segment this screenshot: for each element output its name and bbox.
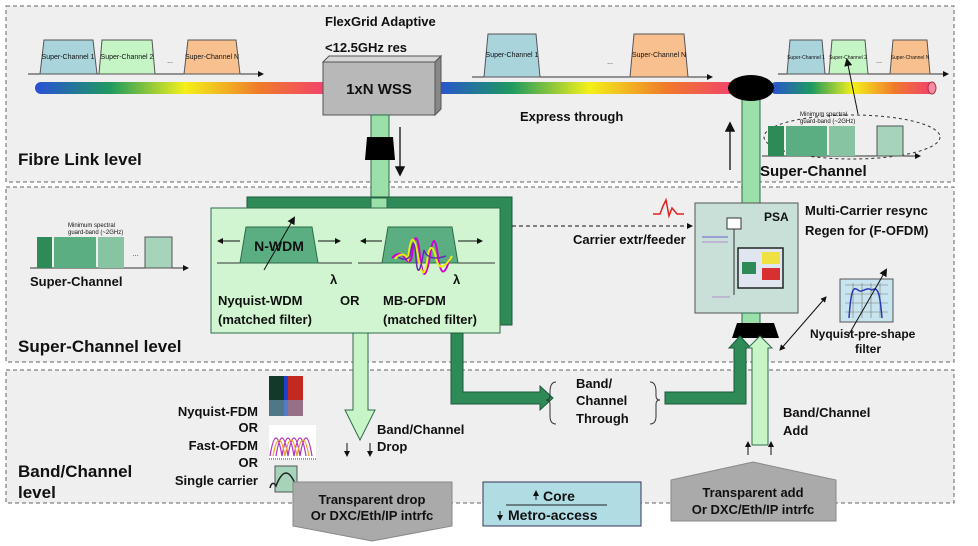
drop-label: Band/Channel: [377, 422, 464, 437]
ellipsis: ...: [607, 59, 613, 66]
sc2-label: Super-Channel 2: [101, 54, 154, 61]
scn-label: Super-Channel N: [185, 54, 239, 61]
or-label: OR: [340, 293, 360, 308]
core-metro-box: [482, 481, 642, 527]
guard-band-note: Minimum spectral: [800, 112, 847, 118]
nyquist-filter-icon: [839, 268, 894, 337]
format-or: OR: [239, 420, 259, 435]
sc1-label: Super-Channel 1: [486, 52, 539, 59]
metro-label: Metro-access: [508, 507, 598, 523]
regen-label-2: Regen for (F-OFDM): [805, 223, 928, 238]
drop-box-label: Transparent drop: [319, 492, 426, 507]
fast-ofdm-spectrum-icon: [269, 425, 316, 460]
sc1-label: Super-Channel 1: [787, 55, 825, 61]
lambda-label: λ: [453, 272, 461, 287]
through-return-path: [664, 335, 753, 405]
sc2-label: Super-Channel 2: [829, 55, 867, 61]
resolution-label: <12.5GHz res: [325, 40, 407, 55]
guard-band-note-2: guard-band (~2GHz): [800, 119, 855, 125]
prefilter-pointer: [779, 296, 827, 351]
ofdm-subcarriers: [391, 237, 451, 275]
spectrum-right: Super-Channel 1 Super-Channel 2 ... Supe…: [778, 39, 949, 77]
add-box-label-2: Or DXC/Eth/IP intrfc: [692, 502, 815, 517]
spectrum-left: Super-Channel 1 Super-Channel 2 ... Supe…: [28, 39, 264, 77]
psa-label: PSA: [764, 210, 789, 224]
carrier-label: Carrier extr/feeder: [573, 232, 686, 247]
ellipsis: …: [132, 251, 139, 258]
format-nyquist-fdm: Nyquist-FDM: [178, 404, 258, 419]
lambda-label: λ: [330, 272, 338, 287]
mb-ofdm-filter: λ: [358, 226, 495, 287]
format-fast-ofdm: Fast-OFDM: [189, 438, 258, 453]
fibre-segment-2: [434, 82, 744, 94]
ellipsis: ...: [167, 58, 173, 65]
wss-block: 1xN WSS: [321, 54, 443, 117]
psa-block: PSA: [694, 202, 799, 314]
add-label: Band/Channel: [783, 405, 870, 420]
regen-label: Multi-Carrier resync: [805, 203, 928, 218]
guard-band-note-2: guard-band (~2GHz): [68, 230, 123, 236]
transparent-add-box: [670, 461, 837, 522]
express-through-label: Express through: [520, 109, 623, 124]
super-channel-label: Super-Channel: [30, 274, 122, 289]
wss-label: 1xN WSS: [346, 81, 412, 98]
ellipsis: ...: [876, 58, 882, 65]
fibre-level-title: Fibre Link level: [18, 150, 142, 169]
matched-filter-label-2: (matched filter): [383, 312, 477, 327]
prefilter-label: Nyquist-pre-shape: [810, 327, 916, 341]
through-label-2: Channel: [576, 393, 627, 408]
drop-box-label-2: Or DXC/Eth/IP intrfc: [311, 508, 434, 523]
fibre-segment-1: [35, 82, 335, 94]
nyquist-fdm-spectrum-icon: [269, 376, 303, 416]
super-channel-level-title: Super-Channel level: [18, 337, 181, 356]
format-or-2: OR: [239, 455, 259, 470]
scn-label: Super-Channel N: [632, 52, 686, 59]
band-channel-level-title: Band/Channel: [18, 462, 132, 481]
add-arrow: [746, 335, 774, 446]
transparent-drop-box: [292, 481, 453, 542]
through-label: Band/: [576, 376, 613, 391]
drop-arrow: [344, 332, 376, 442]
spectrum-middle: Super-Channel 1 ... Super-Channel N: [472, 33, 713, 80]
nyquist-wdm-label: Nyquist-WDM: [218, 293, 303, 308]
add-pipe: [741, 94, 761, 204]
mb-ofdm-label: MB-OFDM: [383, 293, 446, 308]
guard-band-note: Minimum spectral: [68, 223, 115, 229]
coupler: [728, 75, 774, 101]
super-channel-label-fibre: Super-Channel: [760, 163, 867, 180]
format-single-carrier: Single carrier: [175, 473, 258, 488]
add-box-label: Transparent add: [702, 485, 803, 500]
fibre-end-cap: [927, 81, 937, 95]
flexgrid-label: FlexGrid Adaptive: [325, 14, 436, 29]
through-arrow: [450, 332, 554, 412]
n-wdm-label: N-WDM: [254, 238, 304, 254]
core-label: Core: [543, 488, 575, 504]
carrier-pulse-icon: [653, 197, 684, 219]
sc1-label: Super-Channel 1: [42, 54, 95, 61]
brace-right: [649, 381, 661, 425]
single-carrier-spectrum-icon: [269, 465, 298, 493]
drop-label-2: Drop: [377, 439, 407, 454]
super-channel-inset: … Minimum spectral guard-band (~2GHz): [30, 223, 189, 271]
mux: [732, 323, 779, 338]
n-wdm-filter: N-WDM λ: [217, 216, 352, 287]
drop-pipe: [370, 114, 390, 211]
super-channel-inset-fibre: Minimum spectral guard-band (~2GHz): [762, 58, 941, 160]
scn-label: Super-Channel N: [891, 55, 930, 61]
band-channel-level-title-2: level: [18, 483, 56, 502]
pipe-connector: [365, 137, 395, 160]
matched-filter-label: (matched filter): [218, 312, 312, 327]
through-label-3: Through: [576, 411, 629, 426]
add-label-2: Add: [783, 423, 808, 438]
brace-left: [545, 381, 557, 425]
prefilter-label-2: filter: [855, 342, 881, 356]
